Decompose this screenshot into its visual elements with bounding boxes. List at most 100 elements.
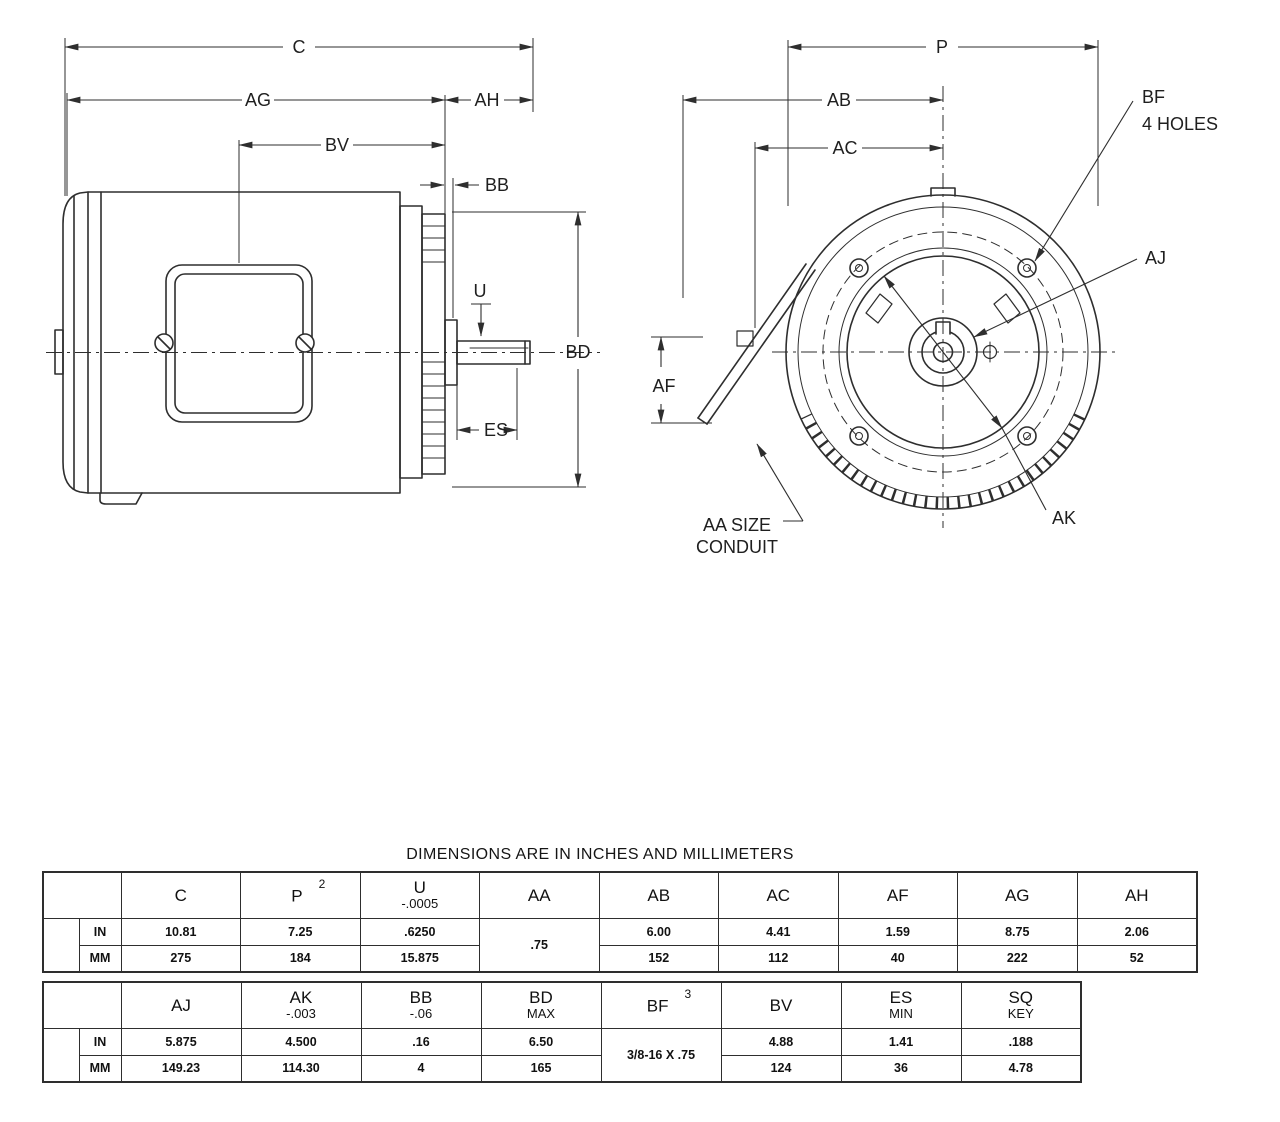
dim-label-bv: BV bbox=[325, 135, 349, 155]
cell-p-mm: 184 bbox=[240, 944, 361, 973]
cell-c-mm: 275 bbox=[120, 944, 241, 973]
col-header-ah: AH bbox=[1076, 871, 1198, 919]
dim-label-ak: AK bbox=[1052, 508, 1076, 528]
dimension-c bbox=[64, 38, 534, 196]
cell-ag-mm: 222 bbox=[957, 944, 1078, 973]
cell-aj-mm: 149.23 bbox=[120, 1054, 242, 1083]
dim-label-p: P bbox=[936, 37, 948, 57]
side-view bbox=[54, 191, 531, 505]
conduit-clamp bbox=[736, 330, 754, 347]
dim-label-bd: BD bbox=[565, 342, 590, 362]
col-header-p: P2 bbox=[240, 871, 361, 919]
cell-p-in: 7.25 bbox=[240, 917, 361, 946]
corner-cell bbox=[42, 871, 122, 919]
dimension-u bbox=[471, 303, 491, 337]
dimension-af bbox=[651, 336, 712, 424]
conduit-box bbox=[154, 264, 315, 423]
aj-leader bbox=[973, 258, 1138, 338]
cell-ak-mm: 114.30 bbox=[240, 1054, 362, 1083]
col-header-aa: AA bbox=[479, 871, 600, 919]
cell-sq-in: .188 bbox=[960, 1027, 1082, 1056]
unit-label-mm: MM bbox=[78, 1054, 122, 1083]
dimension-ag-ah bbox=[66, 93, 534, 216]
cell-ag-in: 8.75 bbox=[957, 917, 1078, 946]
cell-bd-in: 6.50 bbox=[480, 1027, 602, 1056]
col-header-u: U-.0005 bbox=[359, 871, 480, 919]
col-header-ak: AK-.003 bbox=[240, 981, 362, 1029]
cell-c-in: 10.81 bbox=[120, 917, 241, 946]
col-header-bf: BF3 bbox=[600, 981, 722, 1029]
bracket-ribs bbox=[421, 225, 446, 459]
dim-label-es: ES bbox=[484, 420, 508, 440]
end-bell bbox=[54, 191, 89, 494]
unit-label-in: IN bbox=[78, 917, 122, 946]
cell-bd-mm: 165 bbox=[480, 1054, 602, 1083]
cell-ac-mm: 112 bbox=[718, 944, 839, 973]
cell-u-mm: 15.875 bbox=[359, 944, 480, 973]
dim-label-ac: AC bbox=[832, 138, 857, 158]
col-header-bv: BV bbox=[720, 981, 842, 1029]
dimension-ak bbox=[883, 275, 1047, 511]
cell-es-in: 1.41 bbox=[840, 1027, 962, 1056]
cell-ab-in: 6.00 bbox=[598, 917, 719, 946]
dimension-p bbox=[787, 40, 1099, 206]
dimension-bb bbox=[420, 178, 479, 318]
dimension-es bbox=[456, 368, 518, 440]
bolt-holes bbox=[849, 258, 1037, 446]
engineering-drawing: C AG AH BV BB U BD ES bbox=[46, 37, 1218, 557]
end-view-dimensions bbox=[651, 40, 1138, 522]
dim-label-aa-conduit: CONDUIT bbox=[696, 537, 778, 557]
table-title: DIMENSIONS ARE IN INCHES AND MILLIMETERS bbox=[406, 846, 794, 863]
dim-label-c: C bbox=[293, 37, 306, 57]
dimension-bv bbox=[238, 140, 446, 263]
col-header-af: AF bbox=[837, 871, 958, 919]
cell-ah-mm: 52 bbox=[1076, 944, 1198, 973]
cell-ab-mm: 152 bbox=[598, 944, 719, 973]
blank-cell bbox=[42, 917, 80, 973]
cell-bb-in: .16 bbox=[360, 1027, 482, 1056]
dimension-table-1: C P2 U-.0005 AA AB AC AF AG AH IN 10.81 … bbox=[42, 871, 1198, 973]
dim-label-u: U bbox=[474, 281, 487, 301]
col-header-aj: AJ bbox=[120, 981, 242, 1029]
end-bracket bbox=[399, 205, 458, 479]
end-view bbox=[697, 187, 1101, 510]
cell-af-mm: 40 bbox=[837, 944, 958, 973]
side-view-dimensions bbox=[64, 38, 586, 488]
unit-label-in: IN bbox=[78, 1027, 122, 1056]
cell-ak-in: 4.500 bbox=[240, 1027, 362, 1056]
col-header-ab: AB bbox=[598, 871, 719, 919]
dim-label-bb: BB bbox=[485, 175, 509, 195]
aa-leader bbox=[756, 443, 804, 522]
cell-sq-mm: 4.78 bbox=[960, 1054, 1082, 1083]
dim-label-af: AF bbox=[652, 376, 675, 396]
cell-bf: 3/8-16 X .75 bbox=[600, 1027, 722, 1083]
corner-cell bbox=[42, 981, 122, 1029]
dim-label-ah: AH bbox=[474, 90, 499, 110]
dimension-ac bbox=[754, 142, 944, 328]
cell-aa: .75 bbox=[479, 917, 600, 973]
dimension-ab bbox=[682, 95, 944, 298]
motor-body bbox=[87, 191, 401, 505]
conduit-tube bbox=[697, 263, 816, 425]
dim-label-aa-size: AA SIZE bbox=[703, 515, 771, 535]
dim-label-bf-note: 4 HOLES bbox=[1142, 114, 1218, 134]
blank-cell bbox=[42, 1027, 80, 1083]
dim-label-ab: AB bbox=[827, 90, 851, 110]
cell-bv-mm: 124 bbox=[720, 1054, 842, 1083]
dim-label-ag: AG bbox=[245, 90, 271, 110]
col-header-bb: BB-.06 bbox=[360, 981, 482, 1029]
cell-aj-in: 5.875 bbox=[120, 1027, 242, 1056]
cell-ah-in: 2.06 bbox=[1076, 917, 1198, 946]
cell-bv-in: 4.88 bbox=[720, 1027, 842, 1056]
bf-leader bbox=[1034, 100, 1134, 262]
dim-label-aj: AJ bbox=[1145, 248, 1166, 268]
col-header-c: C bbox=[120, 871, 241, 919]
cell-es-mm: 36 bbox=[840, 1054, 962, 1083]
dim-label-bf: BF bbox=[1142, 87, 1165, 107]
cell-ac-in: 4.41 bbox=[718, 917, 839, 946]
cell-bb-mm: 4 bbox=[360, 1054, 482, 1083]
